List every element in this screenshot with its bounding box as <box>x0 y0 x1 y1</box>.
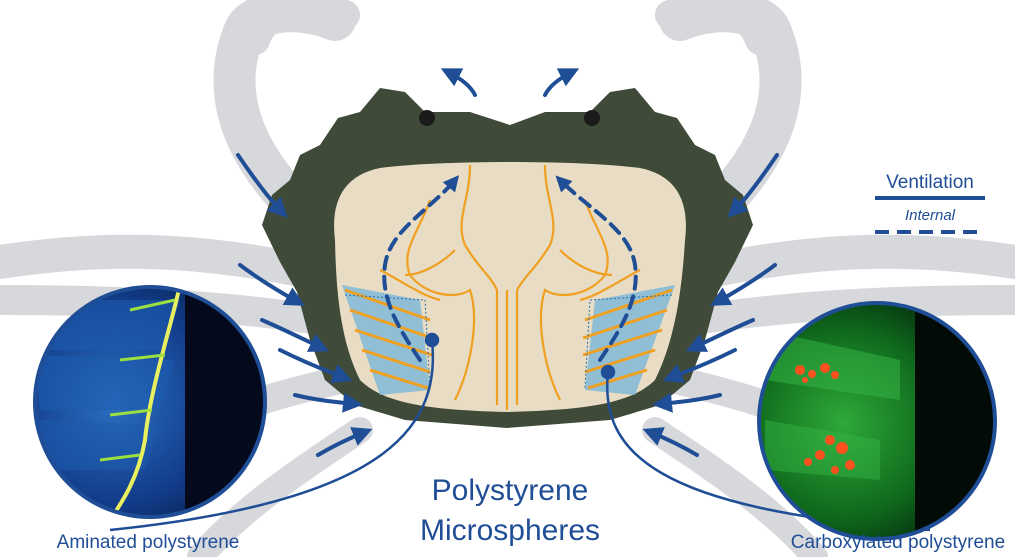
title-line-2: Microspheres <box>420 514 600 547</box>
right-inset-label: Carboxylated polystyrene <box>791 532 1005 553</box>
exhalent-arrow-right <box>545 72 572 95</box>
right-eye <box>584 110 600 126</box>
left-eye <box>419 110 435 126</box>
exhalent-arrow-left <box>448 72 475 95</box>
left-leg-1 <box>0 252 300 270</box>
legend-internal-label: Internal <box>905 207 956 224</box>
left-inset-label: Aminated polystyrene <box>57 532 240 553</box>
legend: Ventilation Internal <box>875 172 985 232</box>
title-line-1: Polystyrene <box>432 474 589 507</box>
right-microscopy-inset <box>759 303 1015 543</box>
right-leg-1 <box>715 252 1015 270</box>
legend-ventilation-label: Ventilation <box>886 172 974 193</box>
